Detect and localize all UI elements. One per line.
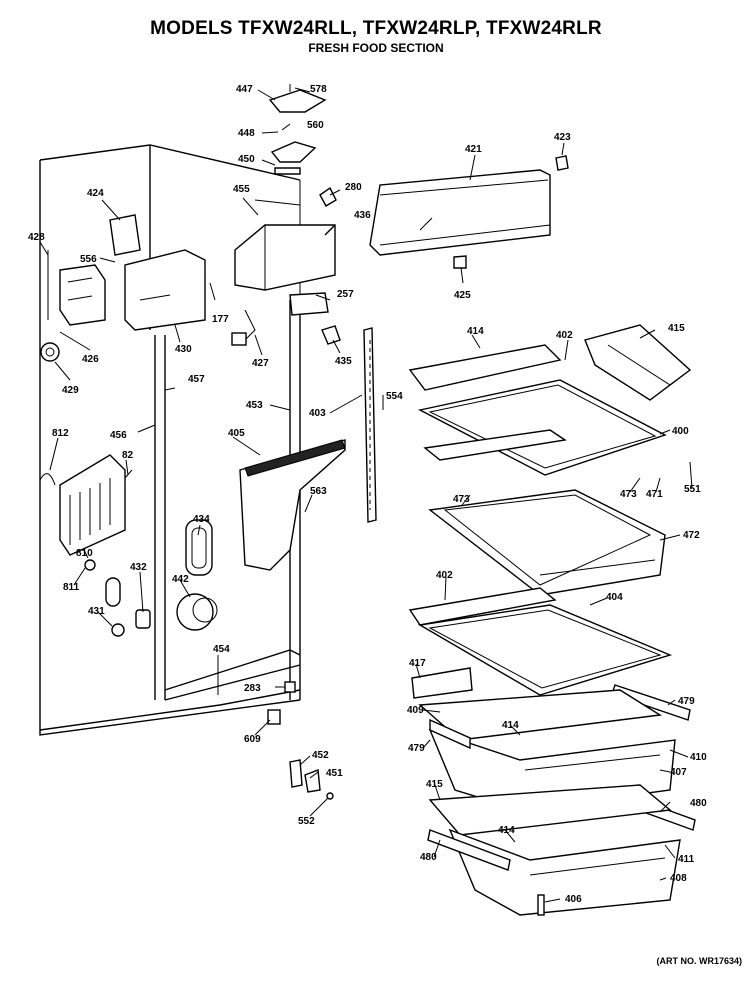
part-label: 556 <box>80 254 97 265</box>
part-label: 480 <box>420 852 437 863</box>
part-label: 471 <box>646 489 663 500</box>
part-label: 551 <box>684 484 701 495</box>
part-label: 425 <box>454 290 471 301</box>
part-label: 257 <box>337 289 354 300</box>
part-label: 431 <box>88 606 105 617</box>
light-shield <box>176 439 346 631</box>
leader-lines <box>39 87 693 903</box>
part-label: 473 <box>453 494 470 505</box>
part-label: 811 <box>63 582 80 593</box>
part-label: 455 <box>233 184 250 195</box>
part-label: 454 <box>213 644 230 655</box>
part-label: 403 <box>309 408 326 419</box>
part-label: 452 <box>312 750 329 761</box>
part-numbers: 447 578 448 560 450 424 455 280 436 421 … <box>28 84 707 905</box>
upper-shelf <box>408 324 692 476</box>
part-label: 414 <box>467 326 484 337</box>
part-label: 426 <box>82 354 99 365</box>
part-label: 402 <box>436 570 453 581</box>
part-label: 812 <box>52 428 69 439</box>
control-housing <box>40 214 206 362</box>
part-label: 177 <box>212 314 229 325</box>
part-label: 421 <box>465 144 482 155</box>
part-label: 409 <box>407 705 424 716</box>
part-label: 400 <box>672 426 689 437</box>
part-label: 453 <box>246 400 263 411</box>
part-label: 414 <box>502 720 519 731</box>
part-label: 810 <box>76 548 93 559</box>
part-label: 456 <box>110 430 127 441</box>
art-number: (ART NO. WR17634) <box>656 956 742 966</box>
part-label: 428 <box>28 232 45 243</box>
part-label: 578 <box>310 84 327 95</box>
part-label: 404 <box>606 592 623 603</box>
part-label: 427 <box>252 358 269 369</box>
part-label: 417 <box>409 658 426 669</box>
part-label: 283 <box>244 683 261 694</box>
cabinet-outline <box>39 144 301 736</box>
part-label: 415 <box>426 779 443 790</box>
page-title: MODELS TFXW24RLL, TFXW24RLP, TFXW24RLR <box>150 18 602 39</box>
shelf-ladder <box>363 327 377 523</box>
heater-element <box>39 454 151 637</box>
part-label: 552 <box>298 816 315 827</box>
part-label: 435 <box>335 356 352 367</box>
part-label: 563 <box>310 486 327 497</box>
part-label: 473 <box>620 489 637 500</box>
part-label: 480 <box>690 798 707 809</box>
part-label: 479 <box>408 743 425 754</box>
part-label: 432 <box>130 562 147 573</box>
part-label: 560 <box>307 120 324 131</box>
part-label: 407 <box>670 767 687 778</box>
part-label: 479 <box>678 696 695 707</box>
top-hinge-parts <box>268 84 327 175</box>
part-label: 414 <box>498 825 515 836</box>
part-label: 554 <box>386 391 403 402</box>
section-subtitle: FRESH FOOD SECTION <box>308 41 444 55</box>
part-label: 609 <box>244 734 261 745</box>
part-label: 450 <box>238 154 255 165</box>
middle-shelf <box>408 587 691 721</box>
part-label: 447 <box>236 84 253 95</box>
part-label: 457 <box>188 374 205 385</box>
part-label: 448 <box>238 128 255 139</box>
part-label: 405 <box>228 428 245 439</box>
air-duct <box>231 186 341 346</box>
small-parts <box>267 681 334 800</box>
part-label: 424 <box>87 188 104 199</box>
part-label: 406 <box>565 894 582 905</box>
part-label: 451 <box>326 768 343 779</box>
part-label: 434 <box>193 514 210 525</box>
part-label: 436 <box>354 210 371 221</box>
part-label: 423 <box>554 132 571 143</box>
dairy-door <box>369 155 569 269</box>
part-label: 430 <box>175 344 192 355</box>
part-label: 442 <box>172 574 189 585</box>
part-label: 411 <box>678 854 695 865</box>
part-label: 472 <box>683 530 700 541</box>
part-label: 408 <box>670 873 687 884</box>
part-label: 410 <box>690 752 707 763</box>
part-label: 402 <box>556 330 573 341</box>
part-label: 429 <box>62 385 79 396</box>
part-label: 415 <box>668 323 685 334</box>
part-label: 82 <box>122 450 134 461</box>
lower-pan-bottom <box>427 784 681 916</box>
part-label: 280 <box>345 182 362 193</box>
crisper-pan <box>423 429 666 596</box>
